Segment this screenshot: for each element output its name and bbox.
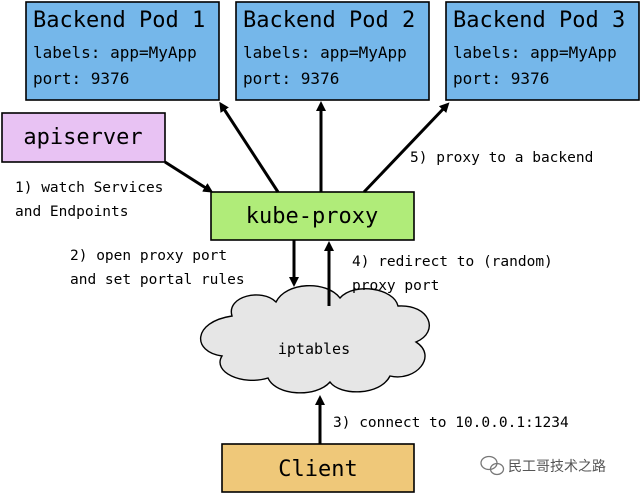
kube-proxy-node: kube-proxy (210, 191, 415, 241)
pod-labels: labels: app=MyApp (33, 43, 197, 62)
kube-proxy-label: kube-proxy (246, 204, 378, 229)
step3-text: 3) connect to 10.0.0.1:1234 (333, 415, 569, 431)
step4-text-line1: 4) redirect to (random) (352, 254, 553, 270)
pod-port: port: 9376 (243, 69, 339, 88)
client-node: Client (221, 443, 415, 493)
backend-pod-1: Backend Pod 1 labels: app=MyApp port: 93… (25, 1, 220, 101)
pod-port: port: 9376 (453, 69, 549, 88)
pod-labels: labels: app=MyApp (243, 43, 407, 62)
iptables-cloud: iptables (199, 285, 430, 394)
backend-pod-2: Backend Pod 2 labels: app=MyApp port: 93… (235, 1, 430, 101)
apiserver-label: apiserver (23, 125, 142, 150)
cloud-shape (199, 285, 430, 394)
wechat-icon (480, 455, 505, 476)
iptables-label: iptables (278, 340, 350, 358)
watermark: 民工哥技术之路 (480, 455, 606, 476)
pod-box (25, 1, 220, 101)
step1-text-line1: 1) watch Services (15, 180, 163, 196)
step4-text-line2: proxy port (352, 278, 439, 294)
arrow-kube-proxy-to-pod-1 (219, 101, 280, 193)
pod-box (235, 1, 430, 101)
pod-box (445, 1, 640, 101)
arrow-apiserver-to-kube-proxy (164, 160, 214, 193)
client-label: Client (278, 457, 357, 482)
step5-text: 5) proxy to a backend (410, 150, 593, 166)
client-box (221, 443, 415, 493)
pod-labels: labels: app=MyApp (453, 43, 617, 62)
apiserver-node: apiserver (1, 112, 166, 163)
step1-text-line2: and Endpoints (15, 204, 129, 220)
step2-text-line2: and set portal rules (70, 272, 245, 288)
pod-port: port: 9376 (33, 69, 129, 88)
pod-title: Backend Pod 1 (33, 8, 205, 33)
backend-pod-3: Backend Pod 3 labels: app=MyApp port: 93… (445, 1, 640, 101)
apiserver-box (1, 112, 166, 163)
kube-proxy-box (210, 191, 415, 241)
arrow-kube-proxy-to-pod-3 (362, 102, 450, 194)
watermark-text: 民工哥技术之路 (508, 459, 606, 475)
step2-text-line1: 2) open proxy port (70, 248, 227, 264)
pod-title: Backend Pod 2 (243, 8, 415, 33)
pod-title: Backend Pod 3 (453, 8, 625, 33)
